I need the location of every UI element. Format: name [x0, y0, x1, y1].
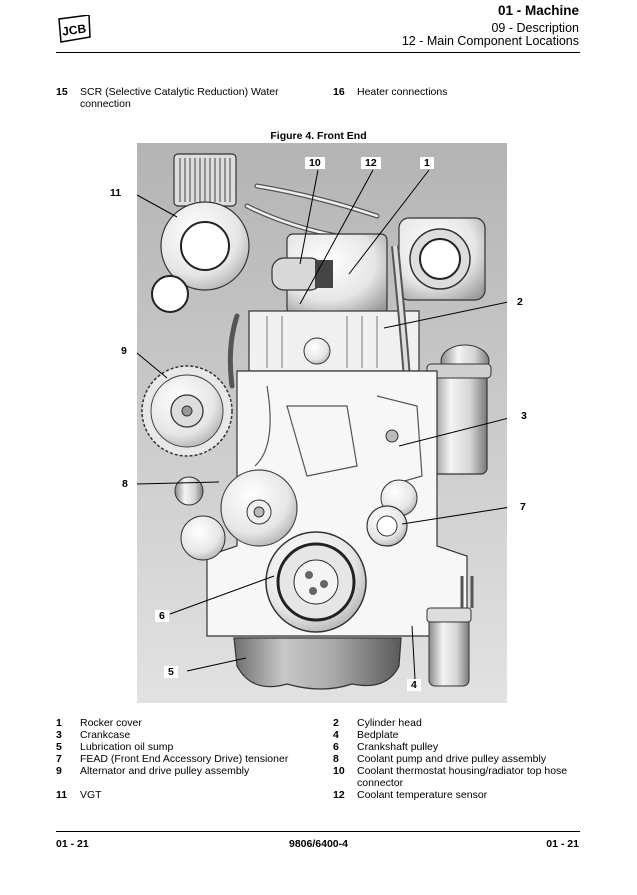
- lower-filter: [426, 576, 474, 687]
- leader-10: [299, 169, 319, 265]
- legend-label: Alternator and drive pulley assembly: [80, 765, 250, 777]
- cylinder-head: [248, 310, 420, 372]
- legend-label: Lubrication oil sump: [80, 741, 174, 753]
- callout-8: 8: [122, 478, 128, 490]
- callout-11: 11: [110, 187, 122, 199]
- figure-caption: Figure 4. Front End: [270, 130, 367, 142]
- legend-number: 1: [56, 717, 62, 729]
- leader-3: [398, 418, 507, 447]
- legend-label: Cylinder head: [357, 717, 422, 729]
- legend-number: 11: [56, 789, 68, 801]
- legend-number: 3: [56, 729, 62, 741]
- callout-7: 7: [520, 501, 526, 513]
- item-number: 15: [56, 86, 68, 98]
- item-number: 16: [333, 86, 345, 98]
- legend-label: Rocker cover: [80, 717, 142, 729]
- alternator: [141, 365, 233, 457]
- footer-doc-number: 9806/6400-4: [289, 838, 348, 850]
- callout-1: 1: [420, 157, 434, 169]
- legend-label: Coolant thermostat housing/radiator top …: [357, 765, 568, 777]
- callout-2: 2: [517, 296, 523, 308]
- callout-9: 9: [121, 345, 127, 357]
- legend-label: Crankshaft pulley: [357, 741, 439, 753]
- callout-4: 4: [407, 679, 421, 691]
- oil-sump: [233, 637, 402, 690]
- legend-label-cont: connector: [357, 777, 404, 789]
- turbocharger-vgt: [151, 201, 250, 313]
- footer-page-left: 01 - 21: [56, 838, 89, 850]
- subsection-title: 12 - Main Component Locations: [401, 34, 579, 48]
- leader-12: [299, 169, 374, 305]
- legend-number: 10: [333, 765, 345, 777]
- leader-6: [169, 575, 275, 615]
- callout-12: 12: [361, 157, 381, 169]
- leader-11: [137, 194, 178, 218]
- leader-9: [137, 352, 168, 379]
- leader-5: [186, 657, 247, 672]
- footer-rule: [56, 831, 580, 832]
- leader-7: [401, 507, 507, 525]
- footer-page-right: 01 - 21: [546, 838, 579, 850]
- item-label: SCR (Selective Catalytic Reduction) Wate…: [80, 86, 279, 98]
- figure-top-bar: [137, 143, 507, 146]
- legend-number: 12: [333, 789, 345, 801]
- intercooler-grille: [173, 153, 237, 207]
- leader-1: [348, 169, 430, 275]
- legend-number: 8: [333, 753, 339, 765]
- jcb-logo: JCB: [58, 15, 91, 43]
- legend-number: 9: [56, 765, 62, 777]
- header-rule: [56, 52, 580, 53]
- chapter-title: 01 - Machine: [497, 3, 579, 18]
- coolant-pump-pulley: [220, 469, 298, 547]
- callout-5: 5: [164, 666, 178, 678]
- legend-label: Coolant pump and drive pulley assembly: [357, 753, 547, 765]
- throttle-body: [398, 217, 486, 301]
- legend-number: 5: [56, 741, 62, 753]
- fuel-filter: [426, 363, 492, 475]
- legend-number: 6: [333, 741, 339, 753]
- item-label: Heater connections: [357, 86, 448, 98]
- legend-number: 2: [333, 717, 339, 729]
- legend-label: Coolant temperature sensor: [357, 789, 488, 801]
- leader-8: [137, 481, 220, 485]
- legend-label: Crankcase: [80, 729, 131, 741]
- legend-label: Bedplate: [357, 729, 399, 741]
- leader-2: [383, 301, 507, 329]
- leader-lines: [137, 169, 507, 680]
- item-label-cont: connection: [80, 98, 131, 110]
- rocker-cover: [271, 233, 388, 315]
- legend-number: 4: [333, 729, 339, 741]
- callout-10: 10: [305, 157, 325, 169]
- crankshaft-pulley: [265, 531, 367, 633]
- callout-6: 6: [155, 610, 169, 622]
- jcb-logo-text: JCB: [61, 21, 87, 38]
- engine-front-illustration: [137, 146, 507, 703]
- leader-4: [411, 625, 416, 680]
- section-title: 09 - Description: [491, 21, 579, 35]
- legend-number: 7: [56, 753, 62, 765]
- legend-label: FEAD (Front End Accessory Drive) tension…: [80, 753, 289, 765]
- legend-label: VGT: [80, 789, 102, 801]
- callout-3: 3: [521, 410, 527, 422]
